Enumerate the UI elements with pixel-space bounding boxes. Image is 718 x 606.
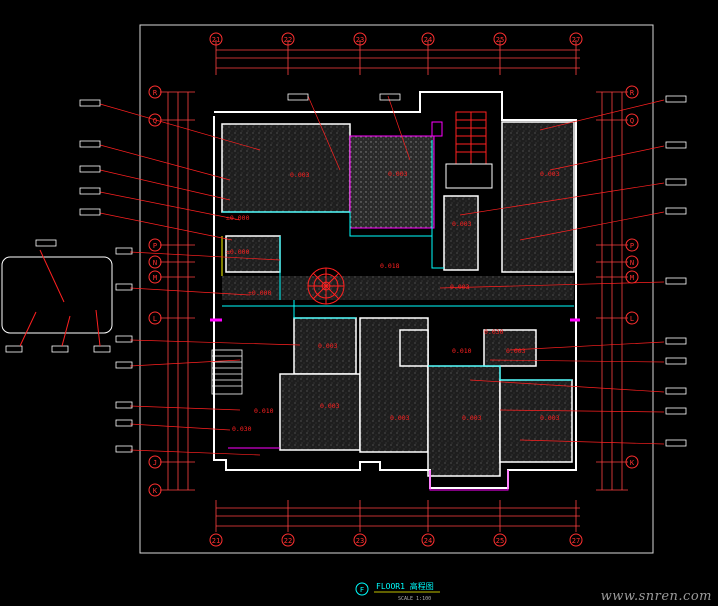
axis-label-left-N: N [153, 259, 157, 267]
axis-bubbles-right [625, 85, 639, 469]
axis-label-top-24: 24 [424, 36, 432, 44]
level-label: 0.003 [452, 220, 472, 228]
axis-label-top-27: 27 [572, 36, 580, 44]
axis-label-top-22: 22 [284, 36, 292, 44]
drawing-title: FLOOR1 高程图 [376, 581, 434, 591]
dimension-lines-top [215, 40, 580, 75]
callout-tags [5, 93, 687, 453]
axis-label-top-25: 25 [496, 36, 504, 44]
level-label: ±0.000 [248, 289, 272, 297]
axis-bubbles-bottom [209, 533, 583, 547]
north-mark [355, 582, 369, 596]
axis-label-left-Q: Q [153, 117, 157, 125]
level-label: 0.003 [540, 414, 560, 422]
dimension-lines-bottom [215, 500, 580, 532]
axis-label-right-Q: Q [630, 117, 634, 125]
level-label: 0.018 [380, 262, 400, 270]
level-label: 0.003 [462, 414, 482, 422]
axis-label-right-K: K [630, 459, 635, 467]
level-label: 0.030 [484, 328, 504, 336]
axis-label-right-R: R [630, 89, 635, 97]
level-label: 0.030 [232, 425, 252, 433]
level-label: 0.003 [388, 170, 408, 178]
level-label: 0.010 [254, 407, 274, 415]
legend-box [1, 249, 113, 347]
level-label: ±0.000 [226, 214, 250, 222]
level-label: 0.003 [540, 170, 560, 178]
north-mark-label: F [360, 586, 364, 594]
axis-label-bottom-27: 27 [572, 537, 580, 545]
level-label: 0.003 [290, 171, 310, 179]
axis-label-bottom-24: 24 [424, 537, 432, 545]
axis-label-bottom-22: 22 [284, 537, 292, 545]
watermark: www.snren.com [600, 589, 712, 604]
leader-lines [99, 95, 665, 456]
stair-block-left [211, 349, 243, 395]
level-markers: 0.003 0.003 0.003 ±0.000 ±0.000 0.003 0.… [226, 170, 560, 433]
axis-label-left-J: J [153, 459, 157, 467]
level-label: 0.003 [450, 283, 470, 291]
level-label: 0.010 [452, 347, 472, 355]
axis-label-top-21: 21 [212, 36, 220, 44]
plan-rooms [221, 121, 575, 477]
title-block: F FLOOR1 高程图 SCALE 1:100 [355, 581, 440, 602]
axis-bubbles-top [209, 32, 583, 46]
axis-label-left-M: M [153, 274, 157, 282]
dimension-lines-left [160, 91, 195, 491]
axis-label-right-L: L [630, 315, 634, 323]
axis-label-top-23: 23 [356, 36, 364, 44]
level-label: 0.003 [390, 414, 410, 422]
drawing-frame [139, 24, 654, 554]
axis-label-right-P: P [630, 242, 634, 250]
axis-label-right-M: M [630, 274, 634, 282]
dimension-lines-right [596, 91, 628, 491]
level-label: 0.003 [318, 342, 338, 350]
axis-label-bottom-23: 23 [356, 537, 364, 545]
level-label: ±0.000 [226, 248, 250, 256]
axis-label-bottom-25: 25 [496, 537, 504, 545]
axis-label-left-P: P [153, 242, 157, 250]
axis-bubbles-left [148, 85, 162, 497]
floor-rosette [307, 267, 345, 305]
axis-label-right-N: N [630, 259, 634, 267]
axis-label-left-R: R [153, 89, 158, 97]
accent-lines [210, 140, 580, 491]
drawing-scale: SCALE 1:100 [398, 596, 431, 602]
axis-label-bottom-21: 21 [212, 537, 220, 545]
level-label: 0.003 [320, 402, 340, 410]
level-label: 0.003 [506, 347, 526, 355]
axis-label-left-K: K [153, 487, 158, 495]
axis-label-left-L: L [153, 315, 157, 323]
